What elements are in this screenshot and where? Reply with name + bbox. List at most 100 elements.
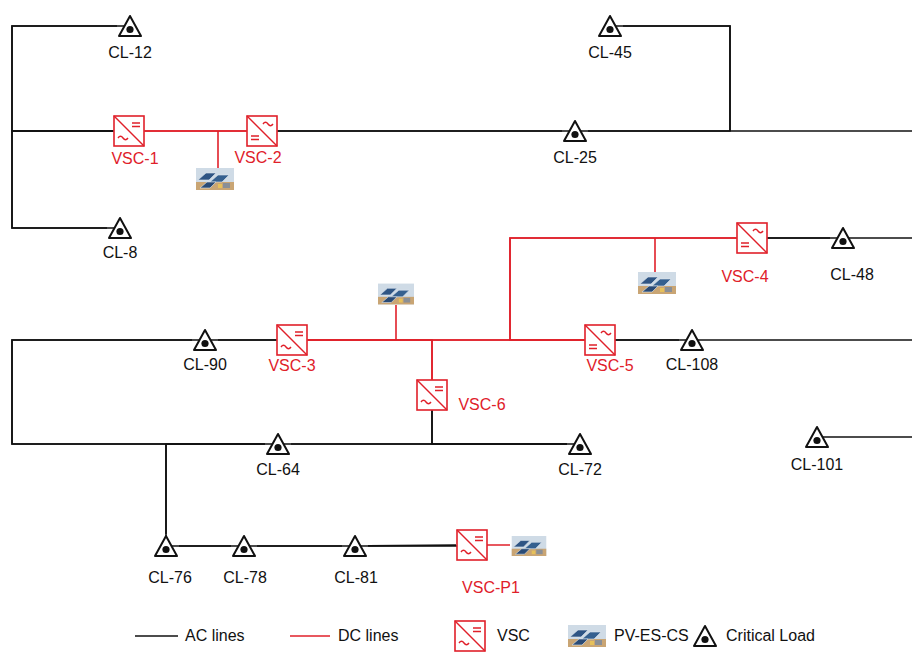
pv-es-cs-sample xyxy=(568,625,606,647)
ac-line xyxy=(278,130,562,132)
ac-line xyxy=(12,340,265,444)
dc-line xyxy=(654,238,656,272)
vsc-symbol xyxy=(456,529,488,561)
critical-load: CL-25 xyxy=(562,119,588,143)
critical-load: CL-108 xyxy=(679,328,705,352)
pv-es-cs-icon xyxy=(638,272,676,294)
dc-line xyxy=(395,305,397,340)
ac-line xyxy=(817,436,912,438)
dc-line xyxy=(145,130,246,132)
vsc-sample xyxy=(455,621,485,651)
critical-load-symbol xyxy=(342,534,368,558)
dc-line xyxy=(510,238,736,340)
legend-text: PV-ES-CS xyxy=(614,627,689,645)
ac-lines xyxy=(12,26,912,546)
vsc-converter: VSC-3 xyxy=(276,324,308,356)
ac-line xyxy=(179,545,231,547)
load-label: CL-72 xyxy=(558,461,602,479)
vsc-symbol xyxy=(416,379,448,411)
legend-text: Critical Load xyxy=(726,627,815,645)
vsc-symbol xyxy=(246,115,278,147)
load-label: CL-81 xyxy=(334,569,378,587)
load-label: CL-12 xyxy=(108,44,152,62)
ac-line xyxy=(600,339,912,341)
ac-line xyxy=(432,411,567,444)
ac-line xyxy=(616,339,679,341)
ac-line xyxy=(262,130,912,132)
critical-load-symbol xyxy=(804,425,830,449)
vsc-symbol xyxy=(736,222,768,254)
ac-line xyxy=(768,237,830,239)
critical-load-symbol xyxy=(265,432,291,456)
critical-load-symbol xyxy=(830,226,856,250)
pv-es-cs-icon xyxy=(378,284,414,305)
critical-load-symbol xyxy=(192,328,218,352)
vsc-label: VSC-5 xyxy=(586,357,633,375)
load-label: CL-45 xyxy=(588,44,632,62)
load-label: CL-8 xyxy=(103,244,138,262)
critical-load: CL-78 xyxy=(231,534,257,558)
critical-load: CL-8 xyxy=(107,216,133,240)
load-label: CL-76 xyxy=(148,569,192,587)
critical-load: CL-101 xyxy=(804,425,830,449)
ac-line xyxy=(166,444,265,534)
critical-load: CL-72 xyxy=(567,432,593,456)
critical-load-symbol xyxy=(597,14,623,38)
load-label: CL-108 xyxy=(666,356,718,374)
vsc-label: VSC-2 xyxy=(234,149,281,167)
vsc-label: VSC-3 xyxy=(268,357,315,375)
critical-load: CL-12 xyxy=(117,14,143,38)
ac-line xyxy=(257,545,342,547)
critical-load-sample xyxy=(694,626,716,646)
dc-line xyxy=(217,131,219,168)
vsc-label: VSC-6 xyxy=(458,396,505,414)
ac-line xyxy=(610,26,730,131)
ac-line xyxy=(218,339,276,341)
vsc-converter: VSC-5 xyxy=(584,324,616,356)
vsc-label: VSC-P1 xyxy=(462,579,520,597)
load-label: CL-48 xyxy=(830,266,874,284)
critical-load: CL-45 xyxy=(597,14,623,38)
dc-line-sample xyxy=(290,635,330,637)
ac-line-sample xyxy=(135,635,178,637)
critical-load-symbol xyxy=(679,328,705,352)
vsc-converter: VSC-6 xyxy=(416,379,448,411)
ac-line xyxy=(166,444,472,546)
critical-load: CL-64 xyxy=(265,432,291,456)
vsc-symbol xyxy=(113,115,145,147)
dc-line xyxy=(510,238,752,340)
legend-text: AC lines xyxy=(185,627,245,645)
ac-line xyxy=(12,131,113,228)
vsc-symbol xyxy=(276,324,308,356)
load-label: CL-90 xyxy=(183,356,227,374)
vsc-symbol xyxy=(584,324,616,356)
ac-line xyxy=(752,237,912,239)
vsc-converter: VSC-1 xyxy=(113,115,145,147)
vsc-converter: VSC-4 xyxy=(736,222,768,254)
critical-load-symbol xyxy=(153,534,179,558)
pv-es-cs-icon xyxy=(512,536,547,556)
load-label: CL-78 xyxy=(223,569,267,587)
legend-text: VSC xyxy=(497,627,530,645)
pv-es-cs-icon xyxy=(196,168,234,190)
vsc-label: VSC-4 xyxy=(721,268,768,286)
legend-samples xyxy=(135,621,716,651)
critical-load-symbol xyxy=(562,119,588,143)
dc-lines xyxy=(129,131,752,545)
ac-line xyxy=(368,544,456,546)
ac-line xyxy=(588,26,730,131)
critical-load-symbol xyxy=(567,432,593,456)
load-label: CL-101 xyxy=(791,456,843,474)
load-label: CL-64 xyxy=(256,461,300,479)
critical-load: CL-48 xyxy=(830,226,856,250)
legend-text: DC lines xyxy=(338,627,398,645)
load-label: CL-25 xyxy=(553,149,597,167)
vsc-converter: VSC-P1 xyxy=(456,529,488,561)
vsc-converter: VSC-2 xyxy=(246,115,278,147)
dc-line xyxy=(129,130,262,132)
critical-load-symbol xyxy=(117,14,143,38)
critical-load-symbol xyxy=(231,534,257,558)
critical-load-symbol xyxy=(107,216,133,240)
